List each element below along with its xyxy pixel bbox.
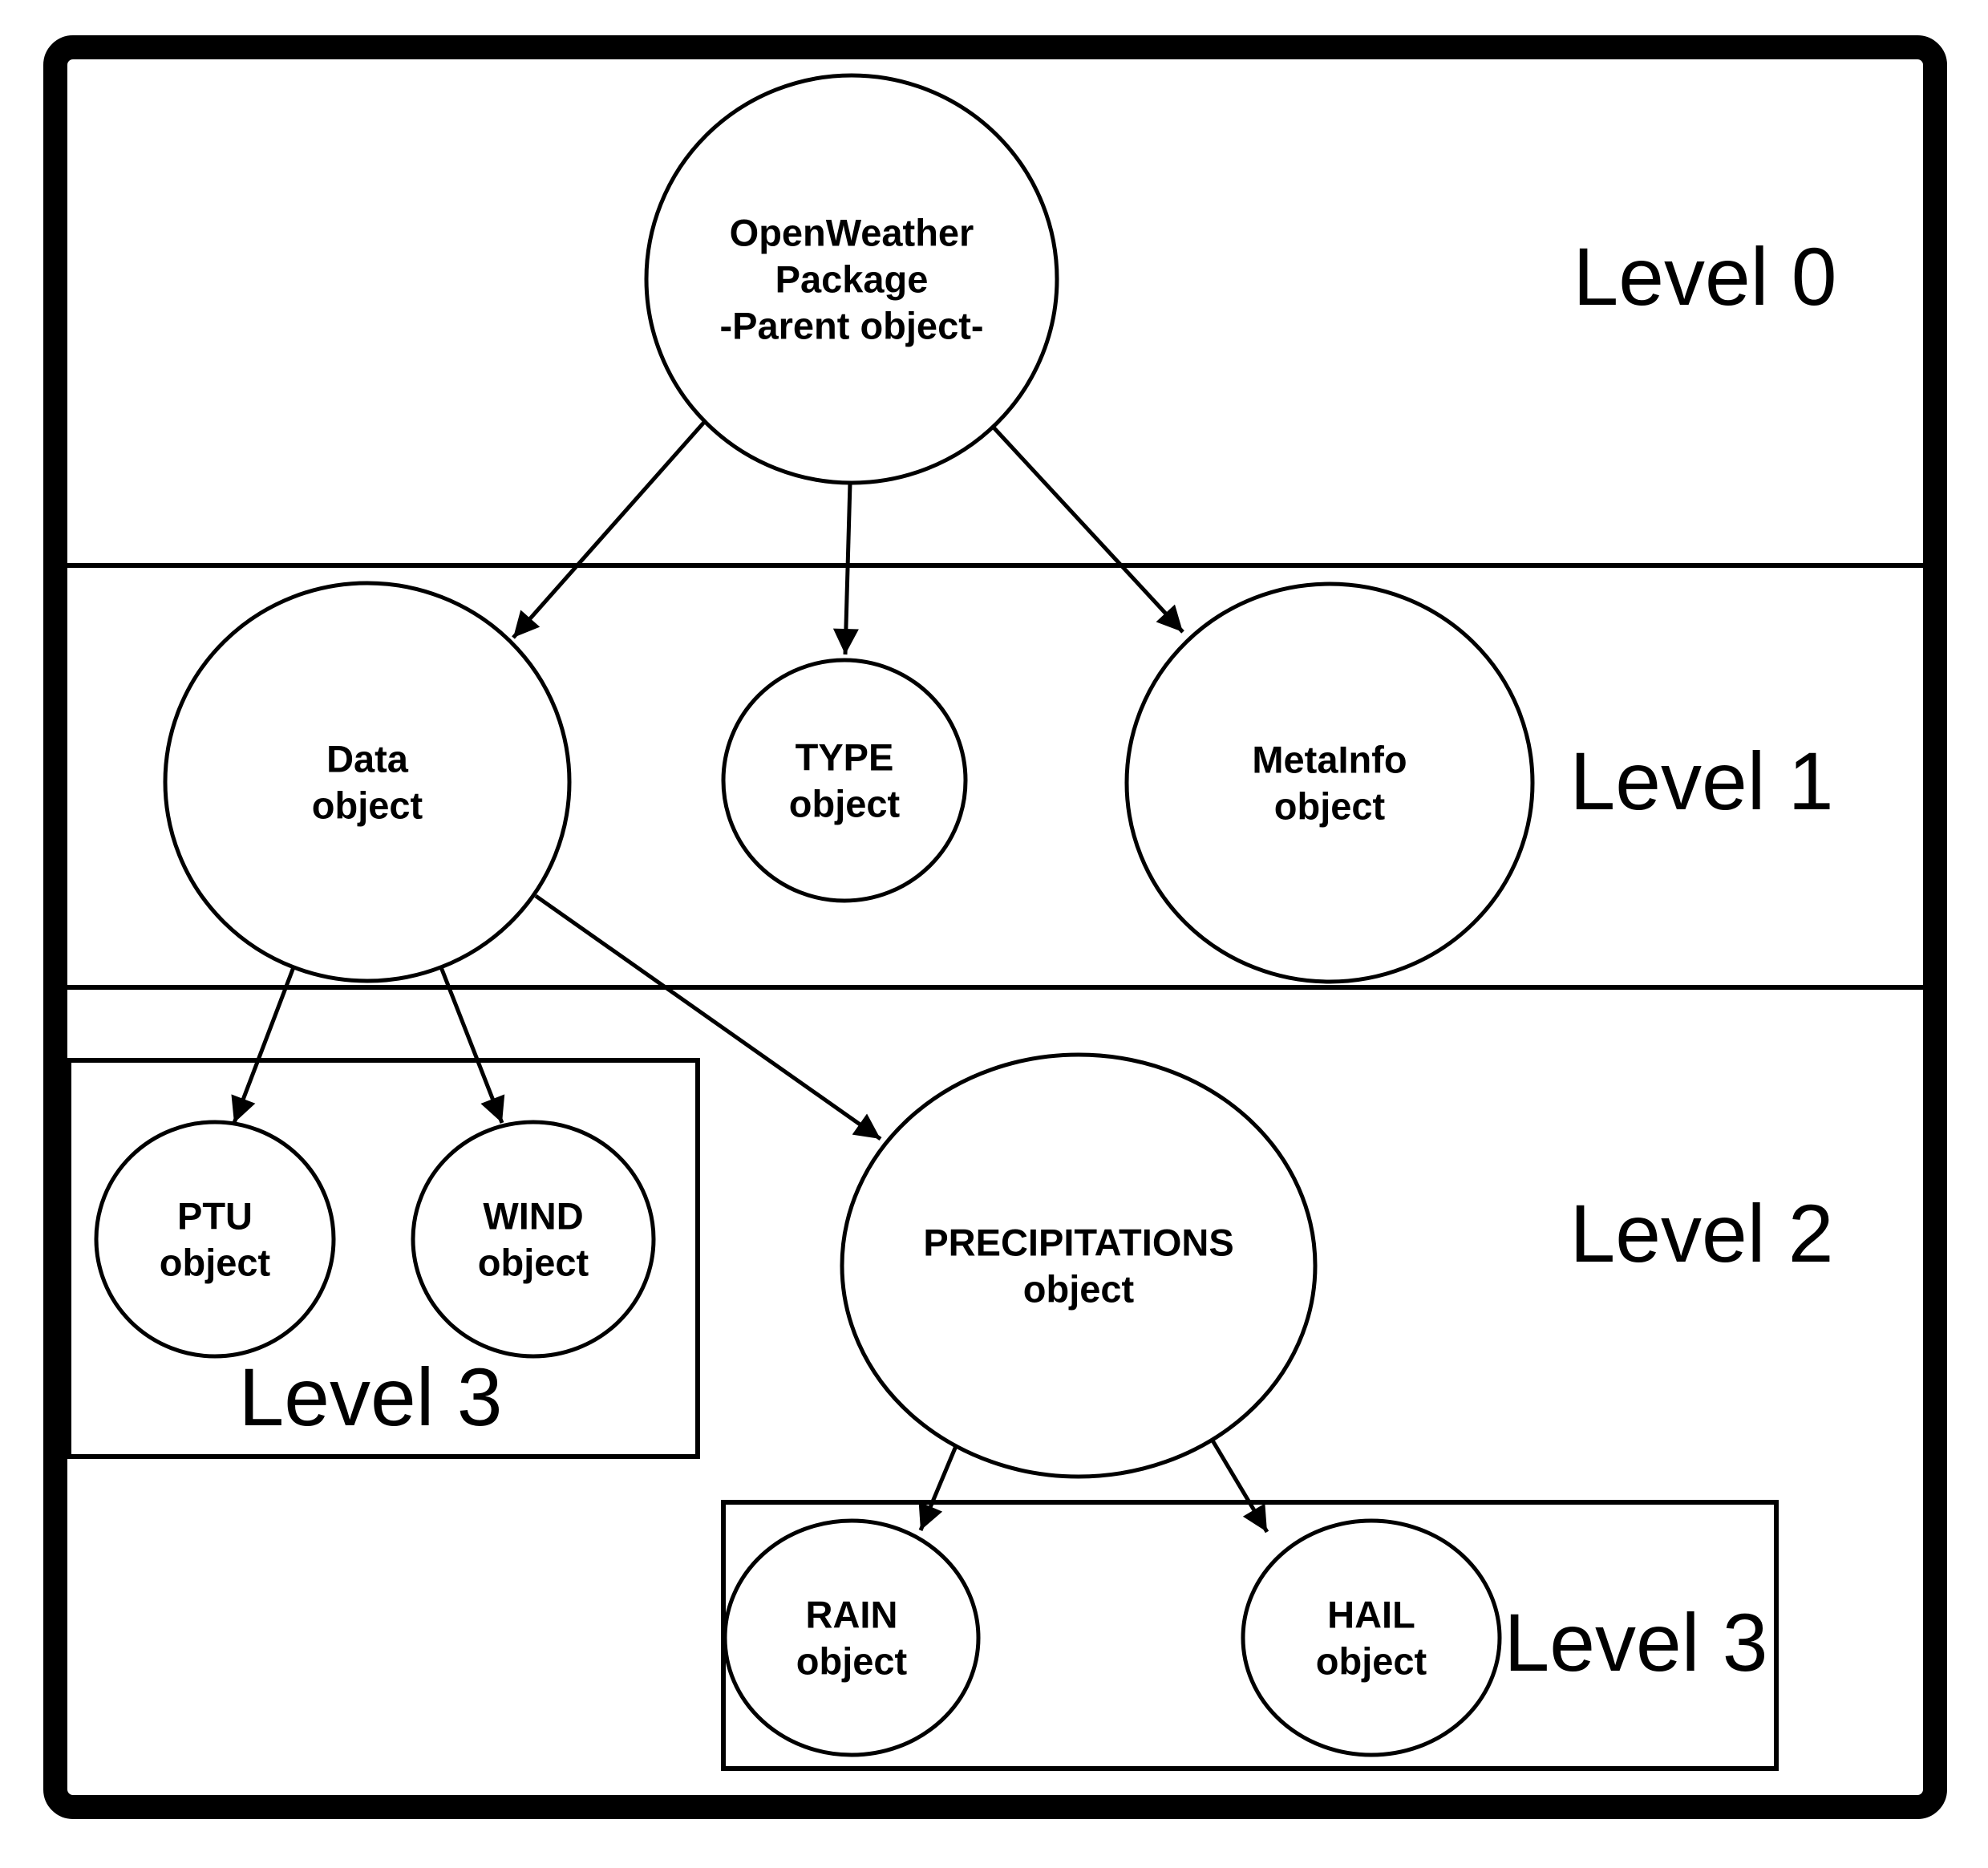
arrow-data-object-to-ptu-object	[231, 966, 296, 1124]
outer-frame	[43, 35, 1947, 1819]
openweather-package-label-line: -Parent object-	[719, 305, 983, 347]
level3-box-left	[67, 1058, 700, 1459]
precipitations-object-label-line: object	[1023, 1268, 1135, 1311]
hail-object-label-line: object	[1316, 1640, 1427, 1683]
metainfo-object-label-line: object	[1274, 785, 1386, 828]
arrow-data-object-to-wind-object	[439, 966, 505, 1124]
wind-object-circle	[411, 1120, 656, 1359]
metainfo-object-label-line: MetaInfo	[1252, 739, 1407, 781]
type-object-circle	[721, 658, 968, 903]
precipitations-object-circle	[840, 1052, 1318, 1479]
arrow-data-object-to-precipitations-object	[534, 893, 882, 1141]
openweather-package-circle	[644, 73, 1059, 485]
arrow-openweather-package-to-metainfo-object	[992, 426, 1184, 634]
level3-box-bottom-label: Level 3	[1504, 1597, 1768, 1688]
hail-object-label-line: HAIL	[1327, 1594, 1415, 1636]
level3-box-left-label: Level 3	[239, 1351, 503, 1443]
rain-object-label-line: object	[796, 1640, 908, 1683]
precipitations-object-label-line: PRECIPITATIONS	[923, 1222, 1233, 1264]
type-object-label-line: object	[789, 783, 901, 825]
hail-object-circle	[1241, 1518, 1502, 1757]
arrow-precipitations-object-to-hail-object	[1210, 1439, 1269, 1534]
ptu-object-label-line: object	[160, 1242, 271, 1284]
rain-object-label-line: RAIN	[806, 1594, 898, 1636]
wind-object-label-line: object	[478, 1242, 589, 1284]
openweather-package-label-line: OpenWeather	[730, 212, 974, 254]
ptu-object-label-line: PTU	[177, 1195, 253, 1238]
type-object-label-line: TYPE	[796, 736, 894, 779]
ptu-object-circle	[94, 1120, 336, 1359]
data-object-label-line: Data	[326, 738, 409, 780]
wind-object-label-line: WIND	[483, 1195, 583, 1238]
metainfo-object-circle	[1124, 581, 1535, 984]
arrow-openweather-package-to-data-object	[512, 418, 708, 639]
level-1-label: Level 1	[1570, 735, 1834, 827]
level-0-label: Level 0	[1573, 231, 1837, 322]
level-2-label: Level 2	[1570, 1188, 1834, 1279]
arrow-precipitations-object-to-rain-object	[918, 1445, 958, 1531]
arrow-openweather-package-to-type-object	[832, 482, 859, 655]
data-object-circle	[163, 581, 572, 983]
rain-object-circle	[723, 1518, 981, 1757]
data-object-label-line: object	[312, 784, 423, 827]
openweather-package-label-line: Package	[775, 258, 929, 301]
